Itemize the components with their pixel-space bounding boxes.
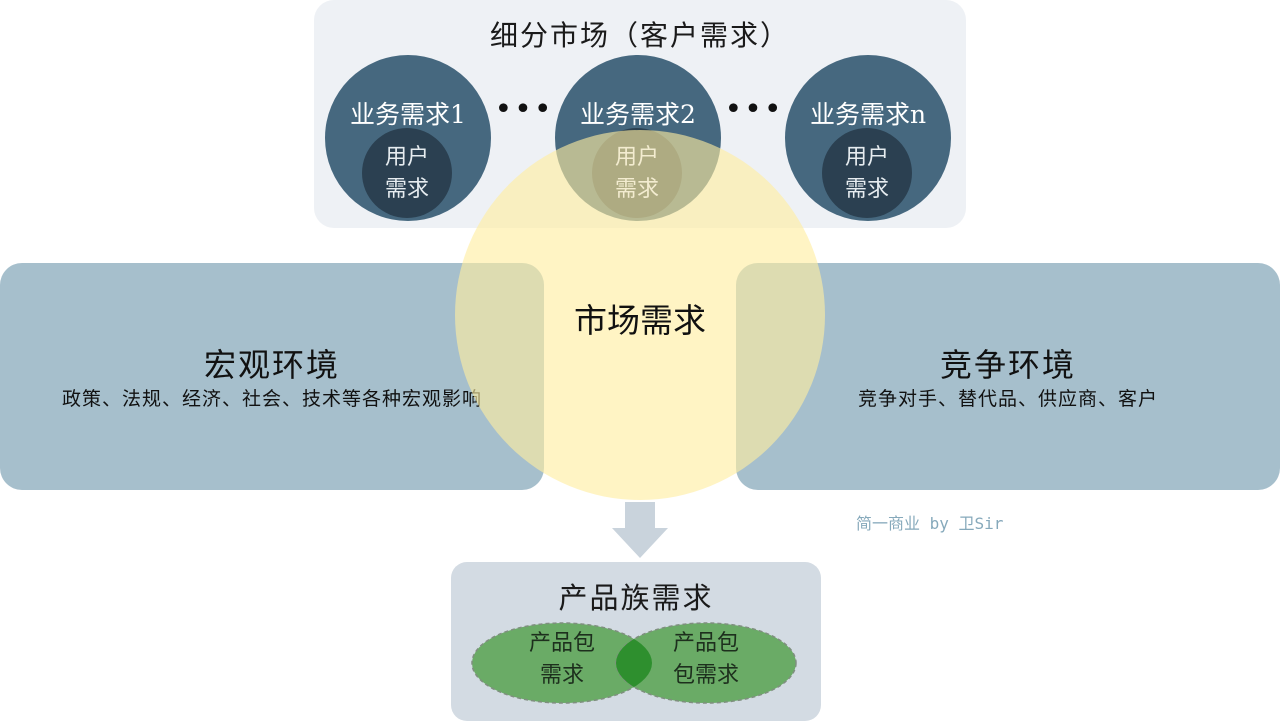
business-need-label-2: 业务需求2 bbox=[580, 100, 696, 129]
market-demand-circle bbox=[455, 130, 825, 500]
business-need-label-n: 业务需求n bbox=[809, 100, 927, 129]
macro-environment-box bbox=[0, 263, 544, 490]
macro-environment-subtitle: 政策、法规、经济、社会、技术等各种宏观影响 bbox=[61, 388, 482, 410]
user-need-circle-n bbox=[822, 128, 912, 218]
product-family-title: 产品族需求 bbox=[558, 581, 714, 615]
product-package-venn bbox=[471, 622, 797, 704]
macro-environment-title: 宏观环境 bbox=[203, 346, 340, 384]
competitive-environment-subtitle: 竞争对手、替代品、供应商、客户 bbox=[857, 388, 1158, 410]
product-package-1-line2: 需求 bbox=[539, 663, 584, 688]
product-package-2-line1: 产品包 bbox=[672, 631, 739, 656]
segment-market-title: 细分市场（客户需求） bbox=[489, 19, 790, 52]
user-need-label-1-line1: 用户 bbox=[384, 145, 429, 170]
business-need-label-1: 业务需求1 bbox=[350, 100, 466, 129]
competitive-environment-title: 竞争环境 bbox=[939, 346, 1076, 384]
market-demand-label: 市场需求 bbox=[574, 301, 706, 340]
product-package-2-line2: 包需求 bbox=[672, 663, 739, 688]
user-need-circle-1 bbox=[362, 128, 452, 218]
down-arrow-icon bbox=[612, 502, 668, 558]
product-package-1-line1: 产品包 bbox=[528, 631, 595, 656]
watermark: 简一商业 by 卫Sir bbox=[856, 514, 1004, 533]
user-need-label-n-line2: 需求 bbox=[844, 177, 889, 202]
user-need-label-2-line1: 用户 bbox=[614, 145, 659, 170]
user-need-label-1-line2: 需求 bbox=[384, 177, 429, 202]
competitive-environment-box bbox=[736, 263, 1280, 490]
user-need-label-2-line2: 需求 bbox=[614, 177, 659, 202]
ellipsis-1: ••• bbox=[494, 92, 554, 127]
ellipsis-2: ••• bbox=[724, 92, 784, 127]
user-need-label-n-line1: 用户 bbox=[844, 145, 889, 170]
